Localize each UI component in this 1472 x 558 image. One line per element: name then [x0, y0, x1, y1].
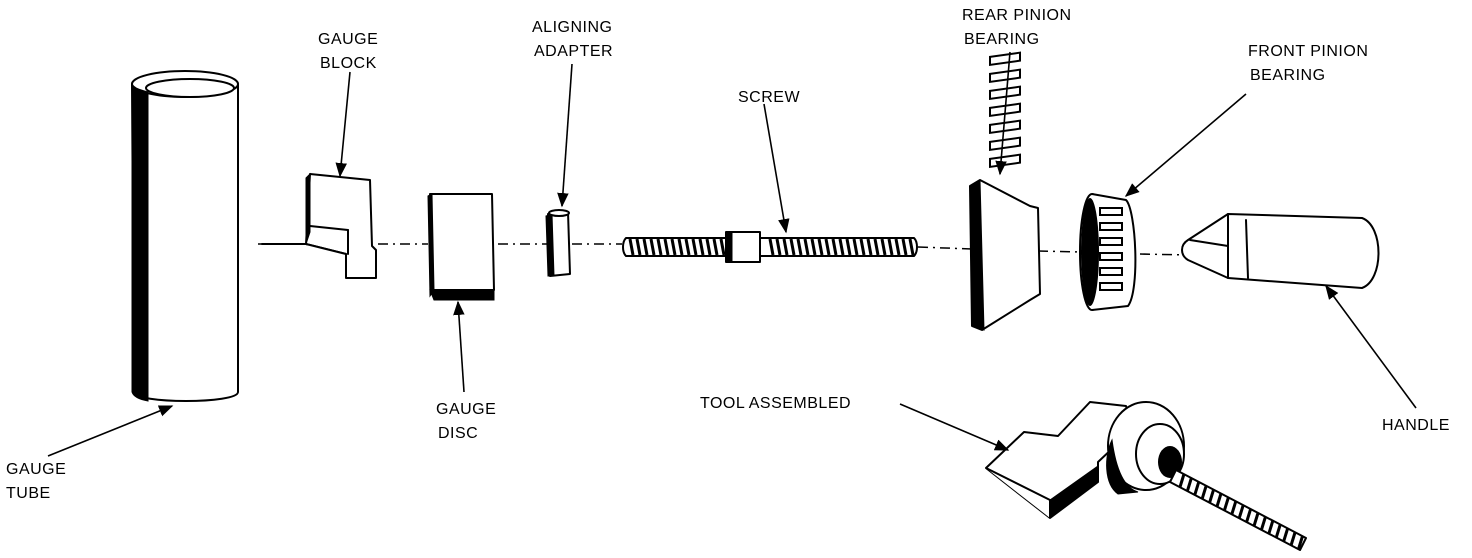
rear-bearing-roller-slot: [989, 68, 1021, 84]
screw-thread: [677, 238, 684, 256]
screw-thread: [670, 238, 677, 256]
tool-assembled: [985, 401, 1307, 551]
screw-thread: [789, 238, 796, 256]
rear-bearing-roller-slot: [989, 51, 1021, 67]
screw-thread: [663, 238, 670, 256]
label-gauge-tube-line2: TUBE: [6, 485, 51, 502]
screw-thread: [712, 238, 719, 256]
assembled-screw-thread: [1215, 493, 1223, 507]
assembled-screw-thread: [1230, 500, 1238, 515]
assembled-screw-thread: [1252, 512, 1260, 527]
screw-thread: [635, 238, 642, 256]
label-handle: HANDLE: [1382, 417, 1450, 434]
screw-thread: [628, 238, 635, 256]
screw-thread: [642, 238, 649, 256]
assembled-screw-thread: [1274, 524, 1282, 539]
screw-thread: [873, 238, 880, 256]
screw-thread: [775, 238, 782, 256]
label-aligning-adapter-line2: ADAPTER: [534, 43, 613, 60]
assembled-screw-thread: [1237, 504, 1245, 519]
label-front-pinion-bearing-line2: BEARING: [1250, 67, 1326, 84]
screw-thread: [656, 238, 663, 256]
label-gauge-block-line2: BLOCK: [320, 55, 377, 72]
label-gauge-block-line1: GAUGE: [318, 31, 378, 48]
screw-thread: [698, 238, 705, 256]
callout-labels: GAUGE TUBE GAUGE BLOCK GAUGE DISC ALIGNI…: [6, 7, 1450, 502]
assembled-screw-thread: [1200, 485, 1208, 500]
screw-thread: [768, 238, 775, 256]
handle: [1181, 213, 1380, 289]
screw-thread: [887, 238, 894, 256]
aligning-adapter: [545, 209, 571, 277]
label-aligning-adapter-line1: ALIGNING: [532, 19, 612, 36]
screw-thread: [845, 238, 852, 256]
screw-thread: [684, 238, 691, 256]
screw-thread: [810, 238, 817, 256]
gauge-block: [261, 172, 377, 279]
screw-thread: [796, 238, 803, 256]
screw-thread: [852, 238, 859, 256]
front-bearing-roller-slot: [1099, 252, 1123, 261]
rear-bearing-roller-slot: [989, 153, 1021, 169]
assembled-screw-thread: [1267, 520, 1275, 535]
assembled-screw-thread: [1222, 496, 1230, 511]
screw-thread: [782, 238, 789, 256]
screw: [622, 231, 918, 263]
front-bearing-roller-slot: [1099, 267, 1123, 276]
assembled-screw-thread: [1289, 532, 1297, 546]
screw-thread: [838, 238, 845, 256]
front-pinion-bearing: [1079, 193, 1137, 311]
front-bearing-roller-slot: [1099, 222, 1123, 231]
front-bearing-roller-slot: [1099, 282, 1123, 291]
front-bearing-roller-slot: [1099, 207, 1123, 216]
gauge-tube: [131, 70, 239, 402]
assembly-center-line: [258, 243, 1189, 256]
screw-thread: [894, 238, 901, 256]
screw-thread: [691, 238, 698, 256]
label-tool-assembled: TOOL ASSEMBLED: [700, 395, 851, 412]
screw-thread: [831, 238, 838, 256]
screw-thread: [705, 238, 712, 256]
leader-lines: [47, 51, 1417, 457]
assembled-screw-thread: [1245, 508, 1253, 523]
screw-thread: [901, 238, 908, 256]
label-front-pinion-bearing-line1: FRONT PINION: [1248, 43, 1368, 60]
rear-pinion-bearing: [969, 51, 1041, 331]
rear-bearing-roller-slot: [989, 136, 1021, 152]
assembled-screw-thread: [1185, 477, 1193, 492]
screw-thread: [649, 238, 656, 256]
screw-thread: [719, 238, 726, 256]
gauge-disc: [427, 193, 495, 301]
screw-thread: [908, 238, 915, 256]
label-gauge-tube-line1: GAUGE: [6, 461, 66, 478]
front-bearing-roller-slot: [1099, 237, 1123, 246]
assembled-screw-thread: [1259, 516, 1267, 531]
screw-thread: [859, 238, 866, 256]
assembled-screw-thread: [1296, 535, 1304, 550]
rear-bearing-roller-slot: [989, 85, 1021, 101]
screw-thread: [866, 238, 873, 256]
screw-thread: [803, 238, 810, 256]
assembled-screw-thread: [1178, 473, 1186, 488]
assembled-screw-thread: [1282, 528, 1290, 543]
screw-thread: [817, 238, 824, 256]
screw-thread: [880, 238, 887, 256]
label-gauge-disc-line2: DISC: [438, 425, 478, 442]
label-rear-pinion-bearing-line1: REAR PINION: [962, 7, 1072, 24]
assembled-screw-thread: [1208, 489, 1216, 504]
screw-thread: [824, 238, 831, 256]
assembled-screw-thread: [1193, 481, 1201, 496]
label-rear-pinion-bearing-line2: BEARING: [964, 31, 1040, 48]
label-gauge-disc-line1: GAUGE: [436, 401, 496, 418]
label-screw: SCREW: [738, 89, 800, 106]
